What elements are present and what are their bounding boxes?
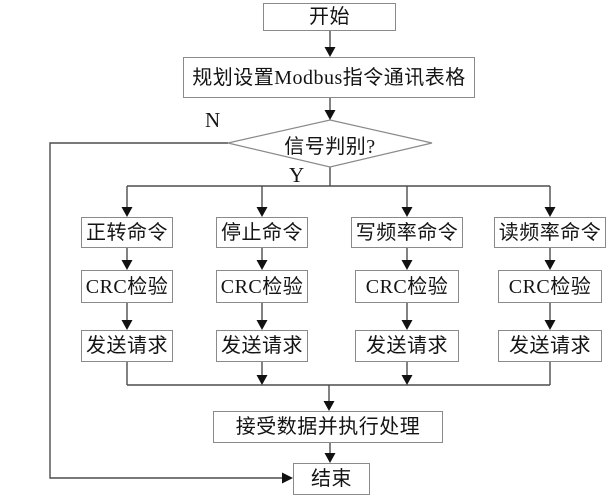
- arrow-cmd-crc-3: [401, 260, 413, 270]
- arrow-bus-cmd-3: [401, 207, 413, 217]
- send-node-3: 发送请求: [355, 330, 459, 362]
- crc-node-3: CRC检验: [355, 270, 459, 303]
- arrow-plan-decision: [324, 110, 336, 120]
- connector-no-loop: [49, 142, 282, 479]
- arrow-send-bus-2: [256, 375, 268, 385]
- arrow-bus-cmd-2: [256, 207, 268, 217]
- decision-diamond-shape: [227, 119, 433, 168]
- branch-label-yes: Y: [289, 163, 305, 187]
- arrow-crc-send-2: [256, 320, 268, 330]
- command-node-3: 写频率命令: [351, 217, 463, 248]
- plan-node: 规划设置Modbus指令通讯表格: [183, 57, 475, 98]
- arrow-send-bus-3: [401, 375, 413, 385]
- arrow-bus-cmd-4: [544, 207, 556, 217]
- arrow-bus-process: [323, 401, 335, 411]
- command-node-1: 正转命令: [81, 217, 173, 248]
- arrow-start-plan: [324, 47, 336, 57]
- arrow-cmd-crc-4: [544, 260, 556, 270]
- crc-node-1: CRC检验: [81, 270, 173, 303]
- arrow-no-end: [282, 472, 293, 484]
- arrow-crc-send-1: [121, 320, 133, 330]
- arrow-crc-send-3: [401, 320, 413, 330]
- crc-node-2: CRC检验: [216, 270, 308, 303]
- arrow-cmd-crc-2: [256, 260, 268, 270]
- start-node: 开始: [263, 3, 396, 31]
- end-node: 结束: [293, 463, 370, 495]
- send-node-2: 发送请求: [216, 330, 308, 362]
- command-node-4: 读频率命令: [494, 217, 606, 248]
- branch-label-no: N: [205, 108, 221, 132]
- send-node-4: 发送请求: [498, 330, 602, 362]
- arrow-cmd-crc-1: [121, 260, 133, 270]
- arrow-crc-send-4: [544, 320, 556, 330]
- arrow-process-end: [324, 453, 336, 463]
- crc-node-4: CRC检验: [498, 270, 602, 303]
- send-node-1: 发送请求: [81, 330, 173, 362]
- process-node: 接受数据并执行处理: [213, 411, 443, 443]
- arrow-bus-cmd-1: [121, 207, 133, 217]
- command-node-2: 停止命令: [216, 217, 308, 248]
- decision-label: 信号判别?: [284, 135, 376, 158]
